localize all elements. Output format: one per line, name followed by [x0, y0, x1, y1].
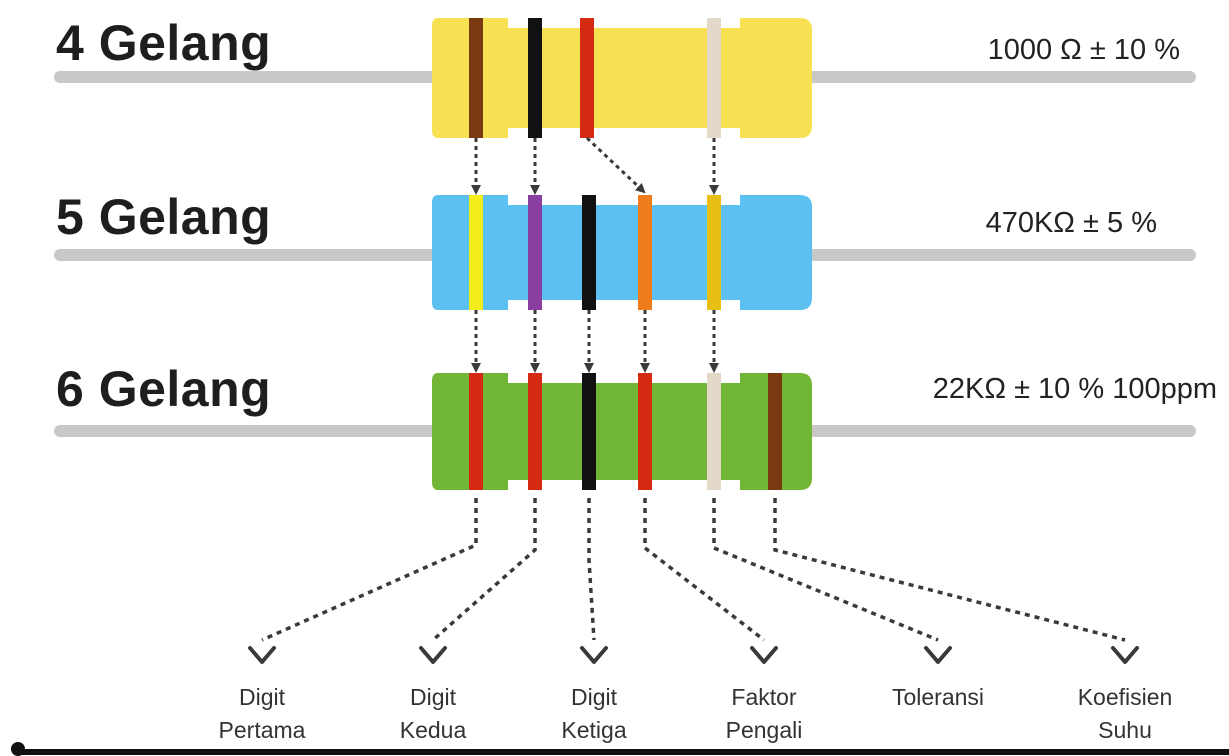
resistor-body-4-gelang	[432, 18, 812, 138]
caption-line1: Koefisien	[1077, 684, 1173, 710]
color-band-5-gelang-1	[469, 195, 483, 310]
arrow-to-digit-kedua	[431, 498, 537, 642]
caption-koefisien-suhu: Koefisien Suhu	[1045, 681, 1205, 747]
value-4-gelang: 1000 Ω ± 10 %	[987, 34, 1180, 66]
chevron-down-icon	[1111, 646, 1139, 664]
color-band-5-gelang-5	[707, 195, 721, 310]
caption-line2: Kedua	[399, 717, 467, 743]
baseline-dot	[11, 742, 25, 756]
heading-5-gelang: 5 Gelang	[56, 189, 272, 245]
color-band-5-gelang-2	[528, 195, 542, 310]
arrow-to-digit-ketiga	[587, 498, 596, 641]
arrow-to-faktor-pengali	[643, 498, 766, 642]
chevron-down-icon	[248, 646, 276, 664]
color-band-6-gelang-2	[528, 373, 542, 490]
caption-faktor-pengali: Faktor Pengali	[684, 681, 844, 747]
color-band-4-gelang-4	[707, 18, 721, 138]
color-band-4-gelang-1	[469, 18, 483, 138]
chevron-down-icon	[419, 646, 447, 664]
heading-6-gelang: 6 Gelang	[56, 361, 272, 417]
caption-line1: Faktor	[731, 684, 797, 710]
caption-line2: Pertama	[218, 717, 306, 743]
color-band-6-gelang-4	[638, 373, 652, 490]
color-band-4-gelang-2	[528, 18, 542, 138]
caption-line2: Pengali	[725, 717, 803, 743]
caption-line1: Digit	[409, 684, 456, 710]
caption-digit-ketiga: Digit Ketiga	[514, 681, 674, 747]
color-band-6-gelang-1	[469, 373, 483, 490]
color-band-6-gelang-5	[707, 373, 721, 490]
chevron-down-icon	[750, 646, 778, 664]
caption-line1: Toleransi	[891, 684, 985, 710]
color-band-4-gelang-3	[580, 18, 594, 138]
resistor-body-6-gelang	[432, 373, 812, 490]
value-6-gelang: 22KΩ ± 10 % 100ppm	[932, 373, 1217, 405]
heading-4-gelang: 4 Gelang	[56, 15, 272, 71]
resistor-body-5-gelang	[432, 195, 812, 310]
color-band-5-gelang-3	[582, 195, 596, 310]
arrow-to-toleransi	[712, 498, 939, 642]
arrow-4to5-multiplier	[585, 136, 646, 194]
color-band-6-gelang-3	[582, 373, 596, 490]
caption-line2: Ketiga	[561, 717, 627, 743]
arrow-to-koefisien-suhu	[773, 498, 1126, 642]
caption-line1: Digit	[238, 684, 285, 710]
caption-digit-pertama: Digit Pertama	[182, 681, 342, 747]
caption-line2: Suhu	[1098, 717, 1152, 743]
caption-digit-kedua: Digit Kedua	[353, 681, 513, 747]
chevron-down-icon	[580, 646, 608, 664]
arrow-to-digit-pertama	[261, 498, 478, 642]
value-5-gelang: 470KΩ ± 5 %	[985, 207, 1157, 239]
caption-toleransi: Toleransi	[858, 681, 1018, 714]
chevron-down-icon	[924, 646, 952, 664]
color-band-5-gelang-4	[638, 195, 652, 310]
caption-line1: Digit	[570, 684, 617, 710]
color-band-6-gelang-6	[768, 373, 782, 490]
